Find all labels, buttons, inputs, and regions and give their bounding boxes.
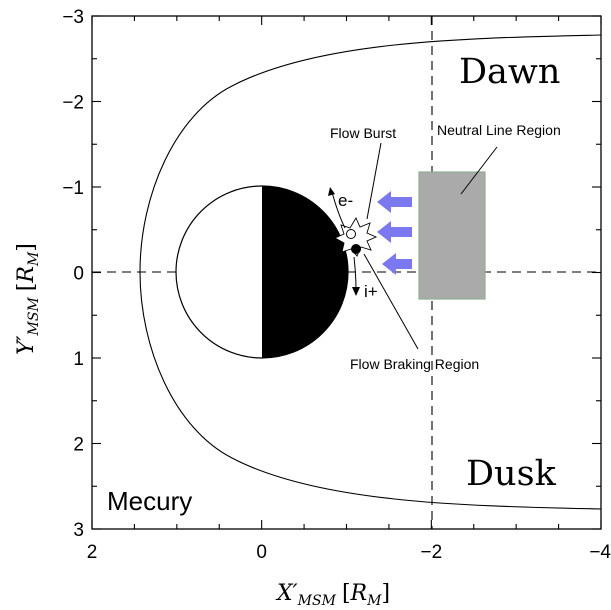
neutral-line-leader [460,146,498,195]
flow-braking-leader [363,253,419,350]
y-tick-label: −3 [62,7,84,28]
ion-particle-icon [351,244,361,254]
y-tick-label: −2 [62,93,84,114]
neutral-line-region-box [418,171,486,300]
y-tick-label: 2 [73,435,84,456]
dawn-label: Dawn [459,52,560,92]
electron-drift-arrow-icon [331,191,346,229]
ion-drift-arrow-icon [353,256,357,291]
axis-ticks [91,15,602,530]
flow-arrow-icon [382,253,412,275]
x-tick-label: 0 [256,542,267,563]
x-tick-label: −4 [589,542,611,563]
electron-drift-arrowhead-icon [328,187,335,196]
y-tick-label: −1 [62,178,84,199]
x-tick-label: 2 [87,542,98,563]
mercury-planet [175,185,349,359]
flow-braking-label: Flow Braking Region [350,356,479,372]
electron-label: e- [338,191,353,210]
electron-particle-icon [346,229,356,239]
y-tick-label: 1 [73,349,84,370]
y-tick-label: 0 [73,264,84,285]
ion-drift-arrowhead-icon [352,287,360,296]
flow-arrow-icon [377,221,412,243]
y-tick-label: 3 [73,520,84,541]
dusk-label: Dusk [466,454,557,494]
neutral-line-label: Neutral Line Region [437,122,561,138]
x-tick-label: −2 [420,542,442,563]
flow-burst-leader [366,142,382,220]
flow-arrows [377,191,412,275]
flow-arrow-icon [377,191,412,213]
flow-burst-label: Flow Burst [330,125,396,141]
planet-night-side [262,186,348,358]
planet-label: Mecury [107,486,192,516]
ion-label: i+ [364,282,378,301]
y-axis-title: Y′MSM[RM] [14,243,42,355]
x-axis-title: X′MSM[RM] [275,581,390,609]
